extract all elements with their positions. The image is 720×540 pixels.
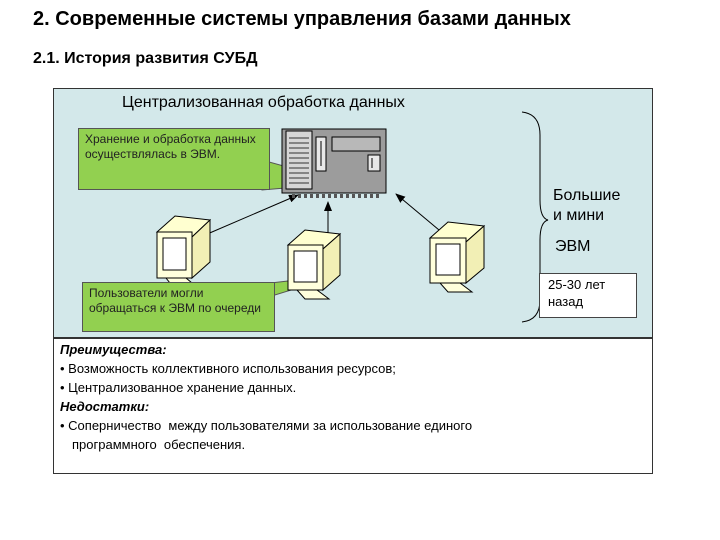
label-big-mini: Большие и мини: [553, 186, 633, 226]
arrow-right: [395, 193, 455, 244]
page-subtitle: 2.1. История развития СУБД: [33, 50, 258, 67]
label-evm: ЭВМ: [555, 238, 591, 255]
cons-item-line2: программного обеспечения.: [72, 437, 246, 452]
diagram-heading: Централизованная обработка данных: [122, 94, 405, 111]
label-big-text: Большие и мини: [553, 187, 621, 224]
pros-header: Преимущества:: [60, 342, 167, 357]
pros-cons-panel: Преимущества: • Возможность коллективног…: [53, 338, 653, 474]
curly-brace: [521, 111, 549, 323]
terminal-icon-center: [286, 229, 342, 300]
callout-users: Пользователи могли обращаться к ЭВМ по о…: [82, 282, 275, 332]
callout-storage: Хранение и обработка данных осуществляла…: [78, 128, 270, 190]
pros-item-2: • Централизованное хранение данных.: [60, 380, 297, 395]
cons-header: Недостатки:: [60, 399, 150, 414]
terminal-icon-left: [155, 215, 212, 289]
mainframe-icon: [281, 128, 387, 198]
cons-item-line1: • Соперничество между пользователями за …: [60, 418, 473, 433]
arrow-left: [195, 194, 299, 243]
years-box: 25-30 лет назад: [539, 273, 637, 318]
terminal-icon-right: [428, 221, 486, 293]
page-title: 2. Современные системы управления базами…: [33, 8, 571, 30]
pros-item-1: • Возможность коллективного использовани…: [60, 361, 396, 376]
